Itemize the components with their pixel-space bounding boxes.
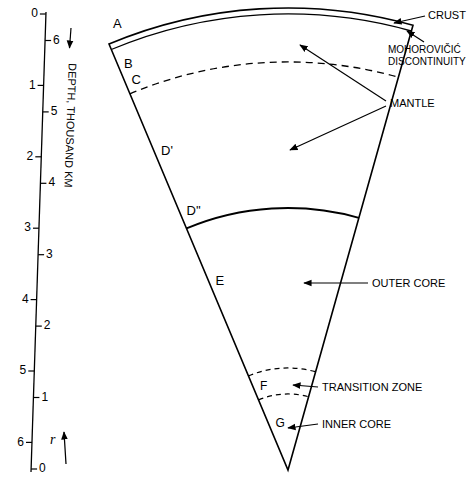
depth-tick-label: 2 — [27, 150, 34, 164]
depth-tick-label: 3 — [24, 221, 31, 235]
depth-tick-label: 6 — [17, 436, 24, 450]
region-label: MANTLE — [390, 97, 435, 110]
layer-letter: D' — [160, 144, 174, 159]
layer-letter: G — [275, 417, 286, 431]
region-label: OUTER CORE — [372, 277, 445, 290]
layer-letter: B — [123, 57, 134, 72]
radius-tick-label: 5 — [51, 105, 58, 119]
radius-tick-label: 2 — [44, 319, 51, 333]
depth-tick-label: 0 — [31, 7, 38, 21]
depth-tick-label: 4 — [22, 293, 29, 307]
region-label: INNER CORE — [322, 418, 391, 431]
depth-tick-label: 5 — [20, 364, 27, 378]
layer-letter: C — [131, 73, 142, 88]
layer-letter: F — [259, 380, 268, 394]
layer-letter: A — [112, 17, 123, 32]
layer-letter: D'' — [186, 204, 202, 219]
region-label: MOHOROVIČIĆ DISCONTINUITY — [388, 44, 472, 68]
radius-tick-label: 1 — [41, 391, 48, 405]
region-label: TRANSITION ZONE — [322, 381, 422, 394]
radius-tick-label: 6 — [53, 34, 60, 48]
axis-title: DEPTH, THOUSAND KM — [62, 63, 79, 188]
region-label: CRUST — [428, 9, 466, 22]
radius-tick-label: 3 — [46, 248, 53, 262]
depth-tick-label: 1 — [29, 79, 36, 93]
radius-symbol: r — [50, 432, 55, 448]
layer-letter: E — [215, 274, 226, 289]
radius-tick-label: 4 — [48, 176, 55, 190]
radius-tick-label: 0 — [39, 462, 46, 476]
